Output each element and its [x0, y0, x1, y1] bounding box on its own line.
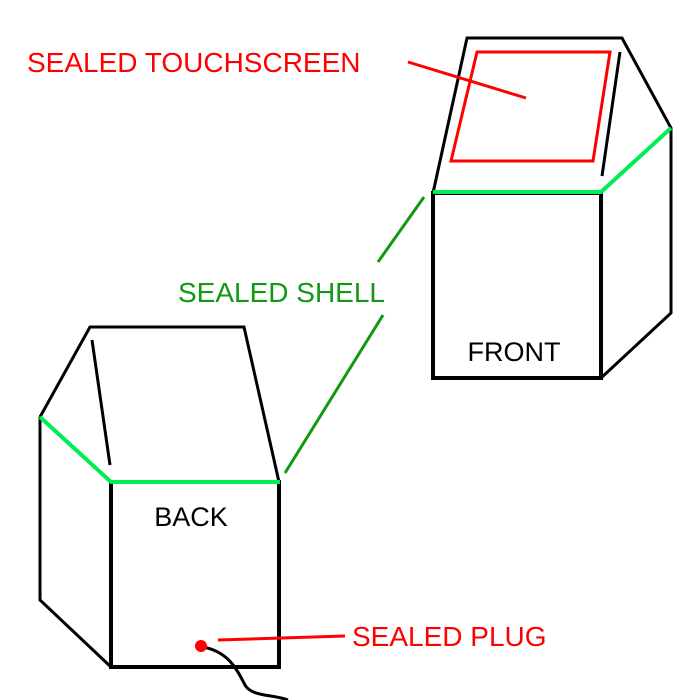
touchscreen-outline	[449, 50, 612, 163]
touchscreen-leader	[407, 60, 527, 100]
plug-icon	[195, 640, 207, 652]
front-seal-line	[433, 126, 673, 194]
back-unit: BACK	[38, 325, 289, 700]
back-seal-line	[38, 415, 280, 484]
touchscreen-label: SEALED TOUCHSCREEN	[27, 47, 361, 78]
front-top-outline	[431, 36, 673, 380]
plug-label: SEALED PLUG	[352, 621, 547, 652]
back-label: BACK	[154, 502, 228, 532]
back-inner-edge	[90, 339, 112, 466]
front-label: FRONT	[468, 337, 561, 367]
front-inner-edge	[600, 51, 622, 177]
shell-label: SEALED SHELL	[178, 277, 385, 308]
back-top-outline	[38, 325, 281, 483]
back-side-outline	[38, 417, 113, 669]
shell-leader-lower	[283, 314, 385, 474]
power-cable	[202, 645, 289, 700]
shell-leader-upper	[376, 196, 426, 263]
plug-leader	[217, 634, 346, 642]
front-unit: FRONT	[431, 36, 673, 380]
